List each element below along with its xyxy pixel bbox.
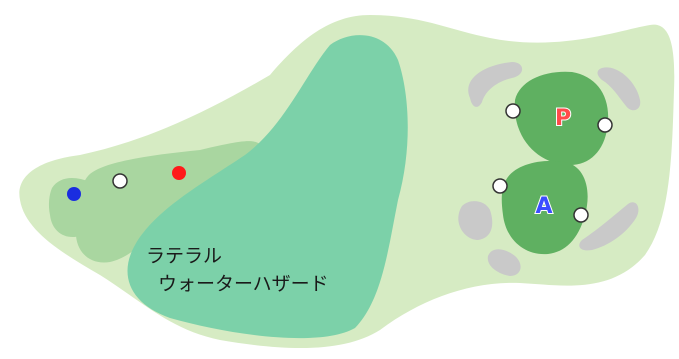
- pin-marker-a-left: [492, 178, 508, 194]
- pin-marker-p-right: [597, 117, 613, 133]
- fairway-area: [75, 141, 263, 263]
- tee-marker-white: [112, 173, 128, 189]
- bunker-left: [458, 201, 493, 240]
- lateral-water-hazard: [127, 35, 408, 339]
- green-a-label: A: [535, 194, 552, 219]
- green-a: [501, 160, 588, 255]
- hazard-label-line2: ウォーターハザード: [158, 273, 329, 295]
- tee-marker-blue: [67, 187, 81, 201]
- pin-marker-a-right: [573, 207, 589, 223]
- bunker-top-left: [468, 62, 523, 107]
- bunker-top-right: [597, 67, 641, 111]
- tee-marker-red: [172, 166, 186, 180]
- green-p: [514, 71, 609, 166]
- bunker-bottom-right: [579, 202, 639, 251]
- pin-marker-p-left: [505, 103, 521, 119]
- green-p-label: P: [555, 106, 571, 131]
- hazard-label-line1: ラテラル: [146, 245, 222, 267]
- bunker-bottom: [487, 249, 521, 276]
